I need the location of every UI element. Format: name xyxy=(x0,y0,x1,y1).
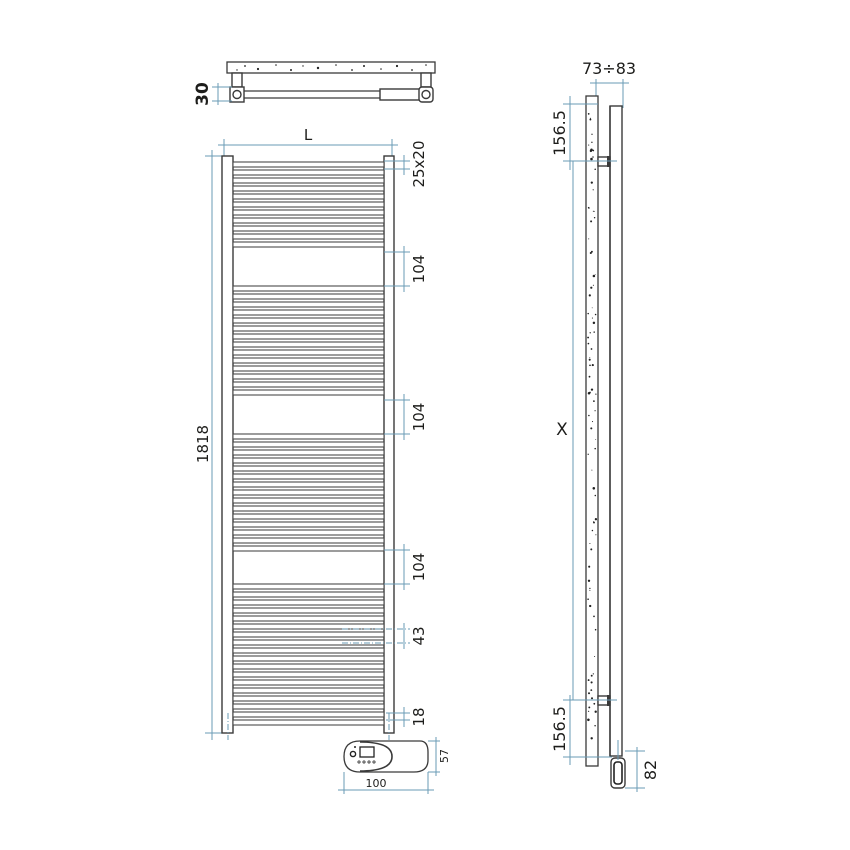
control-width-label: 100 xyxy=(366,777,387,790)
right-post xyxy=(383,155,395,734)
gap-label-1: 104 xyxy=(410,255,428,284)
gap-label-3: 104 xyxy=(410,553,428,582)
control-depth-label: 82 xyxy=(641,760,660,780)
wall-texture-side xyxy=(587,113,598,740)
left-post xyxy=(221,155,234,734)
top-view-depth-label: 30 xyxy=(193,82,213,106)
control-height-label: 57 xyxy=(438,749,451,763)
wall-distance-label: 73÷83 xyxy=(582,59,636,78)
top-bracket-label: 156.5 xyxy=(550,110,569,156)
bottom-bracket-label: 156.5 xyxy=(550,706,569,752)
tube-rails xyxy=(232,161,385,726)
thermostat-icon xyxy=(349,746,376,764)
bottom-gap-label: 43 xyxy=(410,626,428,645)
bottom-offset-label: 18 xyxy=(410,707,428,726)
tube-size-label: 25x20 xyxy=(410,140,428,187)
top-view: 30 xyxy=(193,61,436,106)
gap-label-2: 104 xyxy=(410,403,428,432)
wall-slab-top-view xyxy=(226,61,436,74)
radiator-column-side xyxy=(609,105,623,757)
height-label: 1818 xyxy=(194,425,212,463)
control-unit: 100 57 xyxy=(338,737,451,794)
front-view: L 1818 25x20 104 104 104 xyxy=(194,126,428,740)
side-view: 73÷83 156.5 X 156.5 xyxy=(550,59,660,792)
wall-texture-top xyxy=(236,64,427,71)
wall-section xyxy=(585,95,599,767)
bracket-spacing-label: X xyxy=(556,420,568,440)
width-label: L xyxy=(304,126,313,144)
